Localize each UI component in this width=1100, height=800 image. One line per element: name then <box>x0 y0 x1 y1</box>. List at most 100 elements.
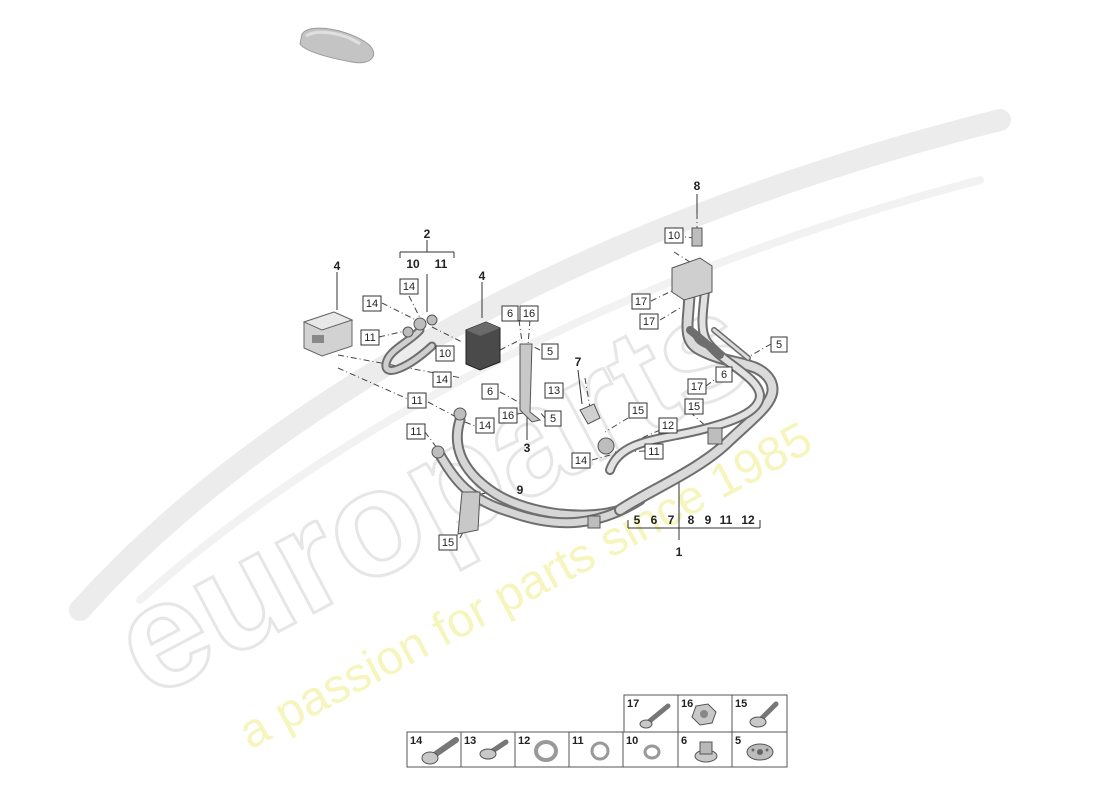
clip <box>587 515 601 529</box>
label-box: 14 <box>571 452 591 469</box>
bracket <box>519 343 542 423</box>
svg-text:13: 13 <box>548 385 560 397</box>
label-box: 10 <box>435 345 455 362</box>
clip <box>707 427 723 445</box>
legend-label-16: 16 <box>681 698 693 710</box>
o-ring-11-icon <box>590 741 610 761</box>
bracket <box>457 491 481 535</box>
fastener-legend: 17 16 15 14 13 12 11 10 6 5 <box>406 694 788 768</box>
bolt-13-icon <box>479 739 509 760</box>
svg-text:14: 14 <box>575 455 587 467</box>
svg-text:12: 12 <box>741 513 755 527</box>
svg-text:14: 14 <box>366 298 378 310</box>
fitting <box>453 407 467 421</box>
label-box: 17 <box>639 313 659 330</box>
label-box: 16 <box>519 305 539 322</box>
callout-7: 7 <box>575 355 582 369</box>
fitting <box>426 314 438 326</box>
label-box: 5 <box>770 336 788 353</box>
svg-text:11: 11 <box>648 446 659 458</box>
label-box: 14 <box>432 371 452 388</box>
label-box: 11 <box>406 423 426 440</box>
label-box: 14 <box>362 295 382 312</box>
label-box: 5 <box>541 343 559 360</box>
label-box: 6 <box>715 366 733 383</box>
label-box: 15 <box>438 534 458 551</box>
label-box: 17 <box>631 293 651 310</box>
svg-text:15: 15 <box>442 537 454 549</box>
svg-text:17: 17 <box>643 316 655 328</box>
svg-text:5: 5 <box>776 339 782 351</box>
label-box: 6 <box>501 305 519 322</box>
svg-text:12: 12 <box>662 420 674 432</box>
svg-text:14: 14 <box>479 420 491 432</box>
svg-text:6: 6 <box>651 513 658 527</box>
label-box: 12 <box>658 417 678 434</box>
label-box: 10 <box>664 227 684 244</box>
svg-text:7: 7 <box>668 513 675 527</box>
label-box: 11 <box>644 443 664 460</box>
callout-1: 1 <box>676 545 683 559</box>
legend-label-6: 6 <box>681 735 687 747</box>
label-box: 5 <box>544 410 562 427</box>
svg-text:5: 5 <box>550 413 556 425</box>
svg-text:9: 9 <box>705 513 712 527</box>
hex-nut-16-icon <box>691 703 717 726</box>
watermark-swoosh <box>69 109 1011 621</box>
svg-text:6: 6 <box>507 308 513 320</box>
svg-text:17: 17 <box>635 296 647 308</box>
legend-label-14: 14 <box>410 735 423 747</box>
svg-text:14: 14 <box>403 281 415 293</box>
svg-text:8: 8 <box>688 513 695 527</box>
fitting <box>402 326 414 338</box>
svg-text:6: 6 <box>721 369 727 381</box>
boxed-labels: 14 14 11 10 14 11 14 11 6 16 5 6 13 16 5… <box>360 227 788 551</box>
bolt-14-icon <box>421 737 459 765</box>
legend-label-5: 5 <box>735 735 741 747</box>
o-ring-12-icon <box>534 740 558 762</box>
component-blocks <box>302 227 723 535</box>
svg-text:16: 16 <box>523 308 535 320</box>
callout-4-left: 4 <box>334 259 341 273</box>
callout-8: 8 <box>694 179 701 193</box>
label-box: 11 <box>360 329 380 346</box>
sensor-block-left <box>302 311 354 357</box>
svg-text:16: 16 <box>502 410 514 422</box>
callout-2-sub-b: 11 <box>435 257 448 271</box>
label-box: 14 <box>399 278 419 295</box>
svg-text:5: 5 <box>547 346 553 358</box>
legend-label-15: 15 <box>735 698 747 710</box>
watermark: europarts a passion for parts since 1985 <box>69 109 1011 760</box>
svg-text:15: 15 <box>632 405 644 417</box>
svg-text:11: 11 <box>720 513 733 527</box>
callout-2: 2 <box>424 227 431 241</box>
dryer-block <box>465 321 501 371</box>
rubber-cap-part <box>299 27 374 64</box>
fitting <box>597 437 615 455</box>
label-box: 14 <box>475 417 495 434</box>
screw <box>691 227 703 247</box>
refrigerant-lines <box>381 267 779 529</box>
legend-label-10: 10 <box>626 735 638 747</box>
svg-text:6: 6 <box>487 386 493 398</box>
svg-text:11: 11 <box>364 332 375 344</box>
fitting <box>413 317 427 331</box>
bolt-17-icon <box>639 703 671 729</box>
label-box: 15 <box>684 398 704 415</box>
callout-4-right: 4 <box>479 269 486 283</box>
svg-text:14: 14 <box>436 374 448 386</box>
pipe-bracket <box>671 257 713 301</box>
svg-text:11: 11 <box>410 426 421 438</box>
svg-text:5: 5 <box>634 513 641 527</box>
label-box: 15 <box>628 402 648 419</box>
bolt-15-icon <box>749 701 779 728</box>
svg-text:10: 10 <box>439 348 451 360</box>
o-ring-10-icon <box>643 744 661 760</box>
legend-label-11: 11 <box>572 735 584 747</box>
label-box: 17 <box>687 378 707 395</box>
callout-2-sub-a: 10 <box>406 257 420 271</box>
label-box: 6 <box>481 383 499 400</box>
label-box: 11 <box>407 392 427 409</box>
